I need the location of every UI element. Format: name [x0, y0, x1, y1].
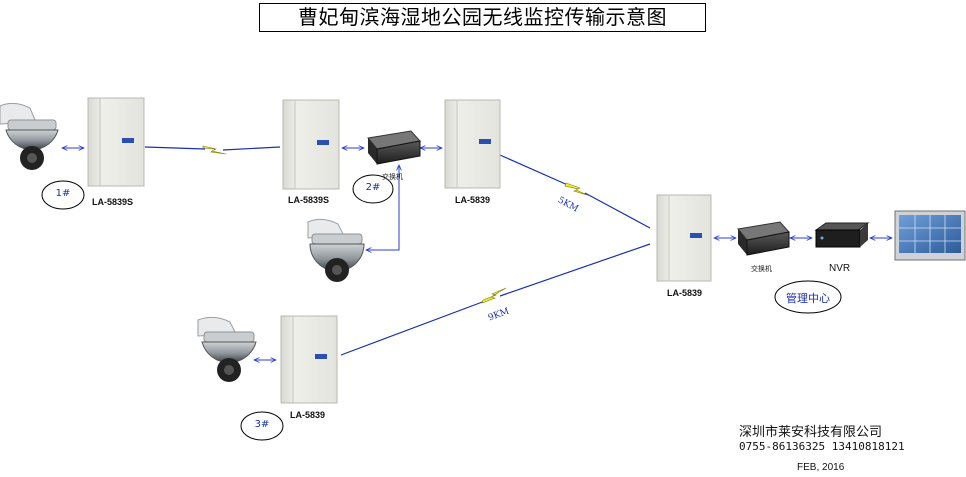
nvr-icon [814, 222, 870, 248]
site-oval-2 [352, 174, 394, 204]
switch-label-1: 交换机 [382, 173, 403, 181]
lightning-icon [481, 287, 507, 304]
antenna-1 [87, 97, 145, 187]
device-label-ap3: LA-5839 [455, 195, 491, 205]
camera-icon [197, 316, 257, 382]
antenna-2 [282, 99, 340, 190]
device-label-ap4: LA-5839 [290, 410, 326, 420]
switch-icon [367, 130, 421, 165]
lightning-icon [564, 182, 591, 197]
lightning-icon [202, 145, 227, 155]
antenna-center [656, 194, 712, 282]
device-label-center: LA-5839 [667, 288, 703, 298]
site-label-1: 1# [55, 188, 71, 199]
link-9km [340, 243, 651, 356]
site-label-center: 管理中心 [786, 292, 830, 305]
antenna-4 [280, 315, 338, 404]
monitor-icon [894, 210, 966, 261]
site-oval-3 [240, 411, 284, 441]
camera-icon [307, 218, 365, 282]
antenna-3 [444, 99, 501, 189]
page-title: 曹妃甸滨海湿地公园无线监控传输示意图 [259, 3, 706, 32]
device-label-ap2: LA-5839S [288, 195, 330, 205]
diagram-date: FEB, 2016 [797, 462, 845, 473]
company-name: 深圳市莱安科技有限公司 [739, 425, 883, 440]
camera-icon [0, 102, 59, 170]
site-oval-1 [41, 180, 85, 210]
switch-icon [737, 221, 790, 256]
link-5km [499, 154, 651, 229]
switch-label-2: 交换机 [751, 265, 772, 273]
link-1-to-2 [144, 145, 281, 155]
site-label-2: 2# [365, 182, 381, 193]
nvr-label: NVR [829, 263, 851, 274]
wired-connections [62, 148, 892, 360]
device-label-ap1: LA-5839S [92, 197, 134, 207]
site-oval-center [774, 280, 842, 314]
site-label-3: 3# [254, 419, 270, 430]
company-phone: 0755-86136325 13410818121 [739, 440, 905, 453]
